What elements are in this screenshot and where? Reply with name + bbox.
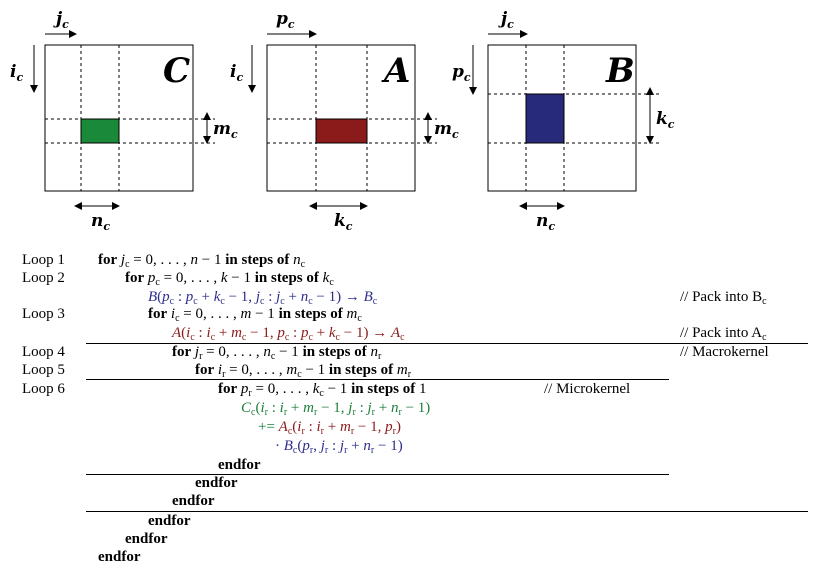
endfor-loop-2: endfor: [125, 531, 168, 547]
matrix-b: B jc pc kc nc: [452, 9, 675, 233]
endfor-loop-6: endfor: [218, 457, 261, 473]
matrix-b-right-dim: kc: [656, 109, 675, 131]
matrix-a-block: [315, 118, 368, 144]
matrix-a-right-dim: mc: [434, 119, 459, 141]
matrix-b-bottom-dim: nc: [536, 211, 555, 233]
code-loop-3: for ic = 0, . . . , m − 1 in steps of mc: [148, 306, 362, 324]
matrix-c: C jc ic mc nc: [10, 9, 238, 233]
matrix-c-right-dim: mc: [213, 119, 238, 141]
code-loop-5: for ir = 0, . . . , mc − 1 in steps of m…: [195, 362, 412, 380]
code-micro-line-1: Cc(ir : ir + mr − 1, jr : jr + nr − 1): [241, 400, 431, 418]
code-pack-a: A(ic : ic + mc − 1, pc : pc + kc − 1) → …: [172, 325, 405, 343]
code-micro-line-3: · Bc(pr, jr : jr + nr − 1): [275, 438, 403, 456]
endfor-loop-5: endfor: [195, 475, 238, 491]
microkernel-top-rule: [86, 379, 669, 380]
microkernel-bottom-rule: [86, 474, 669, 475]
endfor-loop-1: endfor: [98, 549, 141, 565]
code-pack-b: B(pc : pc + kc − 1, jc : jc + nc − 1) → …: [148, 289, 378, 307]
matrix-a-bottom-dim: kc: [334, 211, 353, 233]
matrix-b-name: B: [605, 51, 635, 91]
loop-label-1: Loop 1: [22, 252, 65, 268]
code-micro-line-2: += Ac(ir : ir + mr − 1, pr): [258, 419, 401, 437]
loop-label-4: Loop 4: [22, 344, 65, 360]
macrokernel-top-rule: [86, 343, 808, 344]
loop-label-2: Loop 2: [22, 270, 65, 286]
comment-pack-a: // Pack into Ac: [680, 325, 767, 343]
matrix-b-side-dim: pc: [452, 62, 471, 84]
matrix-c-top-dim: jc: [53, 9, 69, 31]
code-loop-6: for pr = 0, . . . , kc − 1 in steps of 1: [218, 381, 427, 399]
code-loop-1: for jc = 0, . . . , n − 1 in steps of nc: [98, 252, 306, 270]
comment-pack-b: // Pack into Bc: [680, 289, 767, 307]
matrix-a: A pc ic mc kc: [230, 9, 459, 233]
matrix-a-side-dim: ic: [230, 62, 243, 84]
macrokernel-bottom-rule: [86, 511, 808, 512]
loop-label-3: Loop 3: [22, 306, 65, 322]
matrix-c-name: C: [163, 51, 190, 91]
code-loop-2: for pc = 0, . . . , k − 1 in steps of kc: [125, 270, 334, 288]
code-loop-4: for jr = 0, . . . , nc − 1 in steps of n…: [172, 344, 382, 362]
endfor-loop-3: endfor: [148, 513, 191, 529]
comment-macrokernel: // Macrokernel: [680, 344, 769, 360]
matrix-c-side-dim: ic: [10, 62, 23, 84]
loop-label-5: Loop 5: [22, 362, 65, 378]
comment-microkernel: // Microkernel: [544, 381, 631, 397]
matrix-a-top-dim: pc: [276, 9, 295, 31]
matrix-c-block: [80, 118, 120, 144]
matrix-b-block: [525, 93, 565, 144]
endfor-loop-4: endfor: [172, 493, 215, 509]
matrix-blocking-diagram: C jc ic mc nc A pc ic mc kc B j: [10, 9, 675, 233]
matrix-b-top-dim: jc: [498, 9, 514, 31]
loop-label-6: Loop 6: [22, 381, 65, 397]
matrix-a-name: A: [381, 51, 410, 91]
matrix-c-bottom-dim: nc: [91, 211, 110, 233]
